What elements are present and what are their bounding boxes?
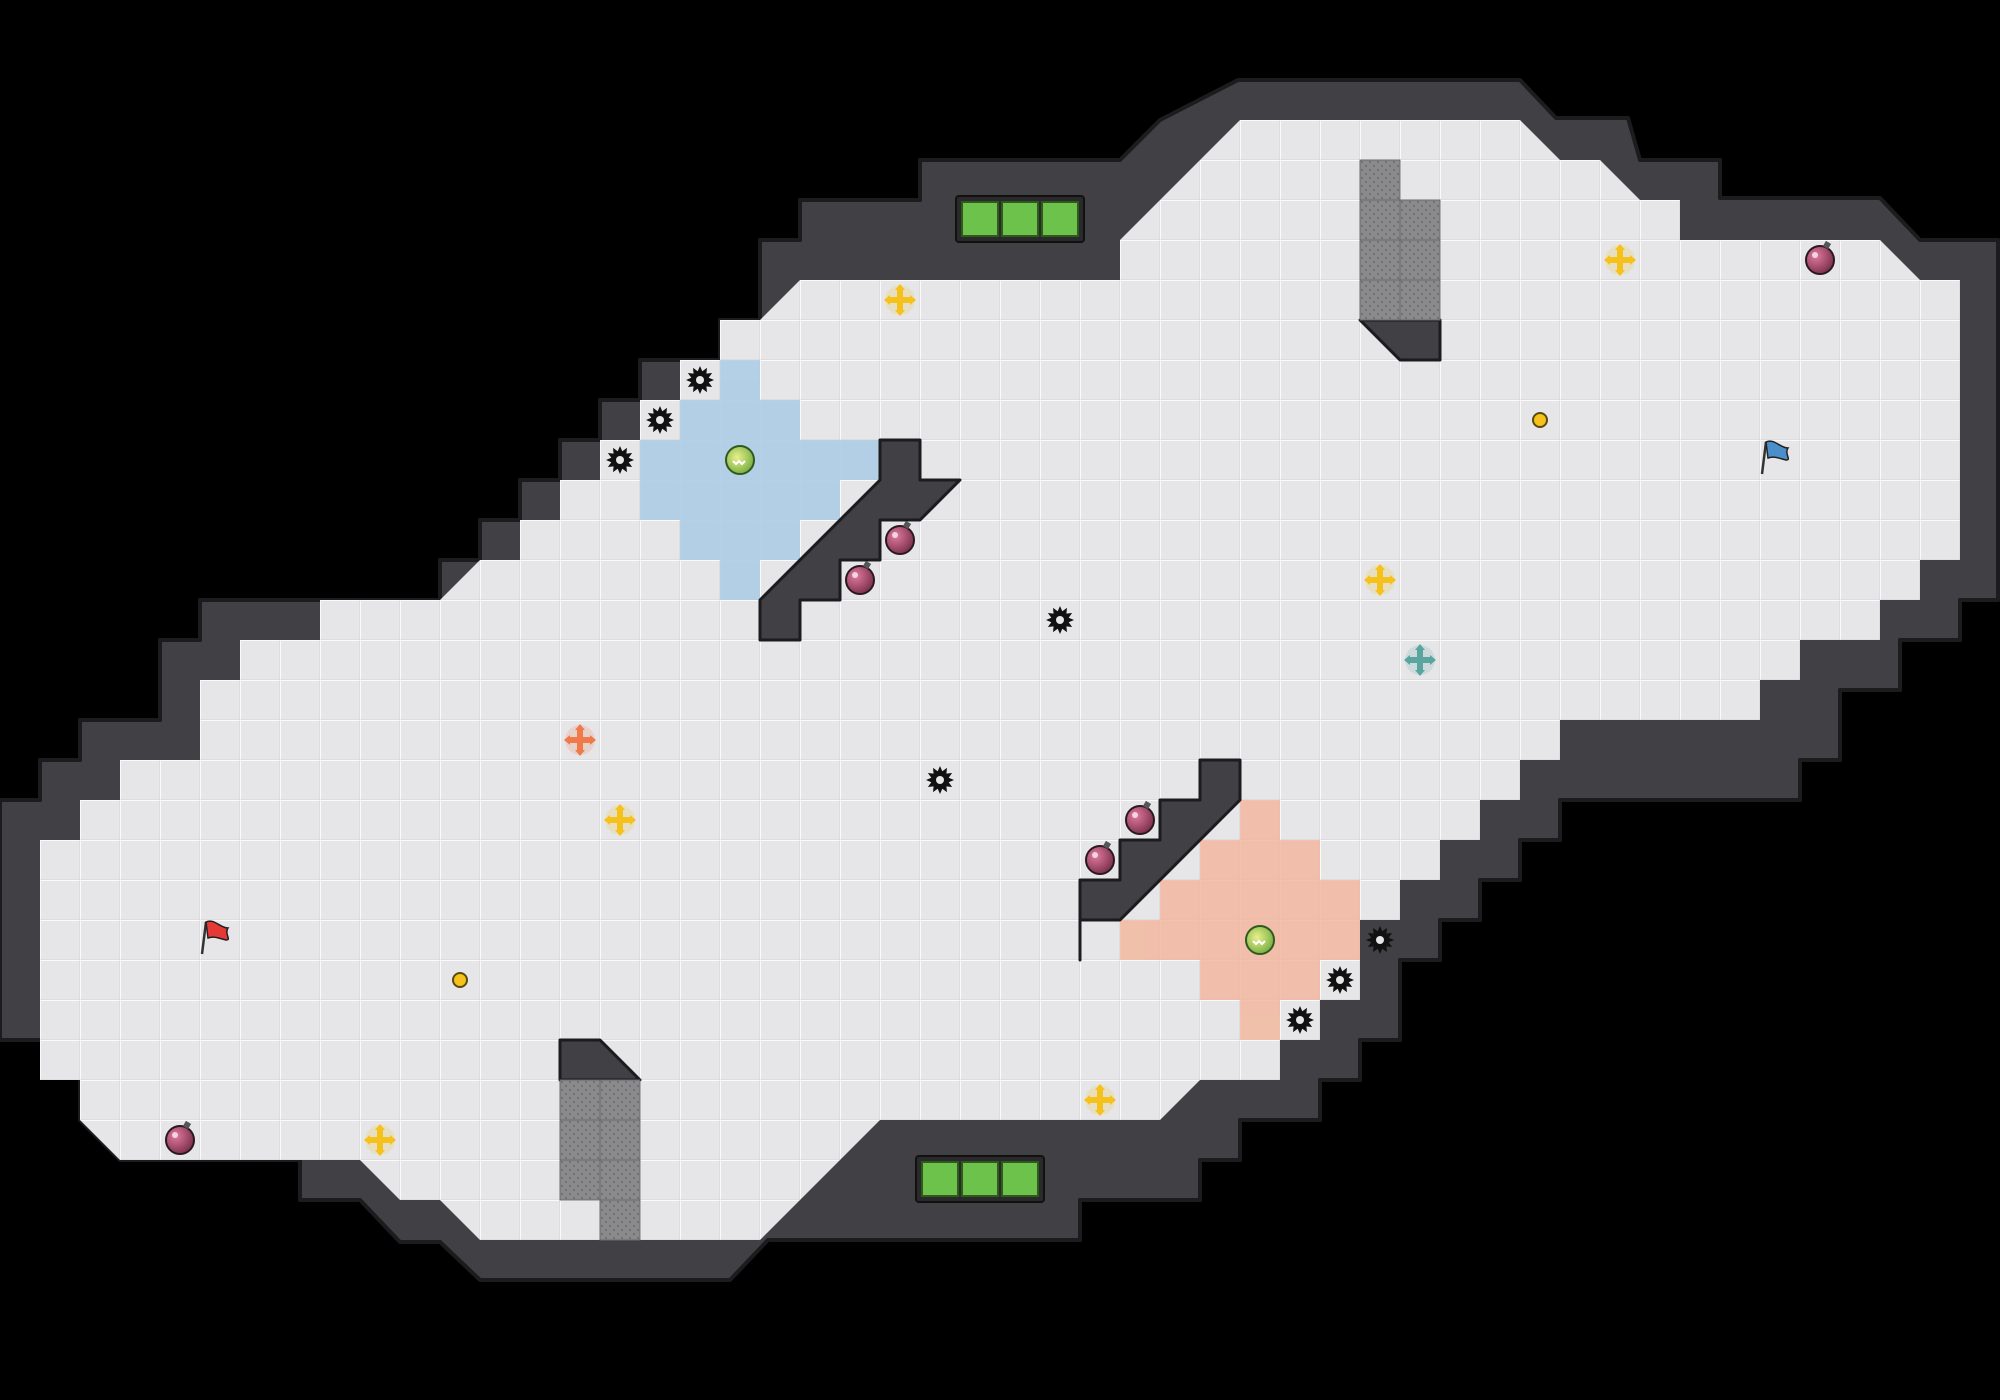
red-flag-icon[interactable] <box>200 920 230 955</box>
red-team-zone <box>1120 800 1360 1040</box>
bomb-icon <box>1805 240 1835 275</box>
spike-icon <box>926 766 954 794</box>
boost-icon <box>564 724 596 756</box>
gravel-area-bottom <box>559 1079 641 1241</box>
boost-icon <box>1404 644 1436 676</box>
gravel-area-top <box>1359 159 1441 321</box>
boost-icon <box>1604 244 1636 276</box>
gate-icon <box>921 1161 959 1197</box>
bomb-icon <box>1125 800 1155 835</box>
boost-icon <box>1364 564 1396 596</box>
gate-icon <box>961 1161 999 1197</box>
spike-icon <box>1326 966 1354 994</box>
spike-icon <box>606 446 634 474</box>
spike-icon <box>1046 606 1074 634</box>
spike-icon <box>1366 926 1394 954</box>
boost-icon <box>1084 1084 1116 1116</box>
blue-flag-icon[interactable] <box>1760 440 1790 475</box>
bomb-icon <box>885 520 915 555</box>
bottom-gate[interactable] <box>915 1155 1045 1203</box>
spikes-layer <box>606 366 1394 1034</box>
bomb-icon <box>165 1120 195 1155</box>
top-gate[interactable] <box>955 195 1085 243</box>
spike-icon <box>1286 1006 1314 1034</box>
button-icon <box>452 972 468 988</box>
spike-icon <box>686 366 714 394</box>
gate-icon <box>1001 1161 1039 1197</box>
boost-icon <box>364 1124 396 1156</box>
portal-icon <box>725 445 755 475</box>
button-icon <box>1532 412 1548 428</box>
floor <box>40 120 1960 1240</box>
flags-layer <box>200 440 1790 955</box>
bombs-layer <box>165 240 1835 1155</box>
bomb-icon <box>845 560 875 595</box>
portal-icon <box>1245 925 1275 955</box>
gate-icon <box>1001 201 1039 237</box>
gate-icon <box>961 201 999 237</box>
blue-team-zone <box>640 360 880 600</box>
boost-icon <box>604 804 636 836</box>
gate-icon <box>1041 201 1079 237</box>
boosts-layer <box>364 244 1636 1156</box>
spike-icon <box>646 406 674 434</box>
misc-layer <box>452 412 1548 988</box>
boost-icon <box>884 284 916 316</box>
interior-walls <box>558 318 1442 1082</box>
bomb-icon <box>1085 840 1115 875</box>
